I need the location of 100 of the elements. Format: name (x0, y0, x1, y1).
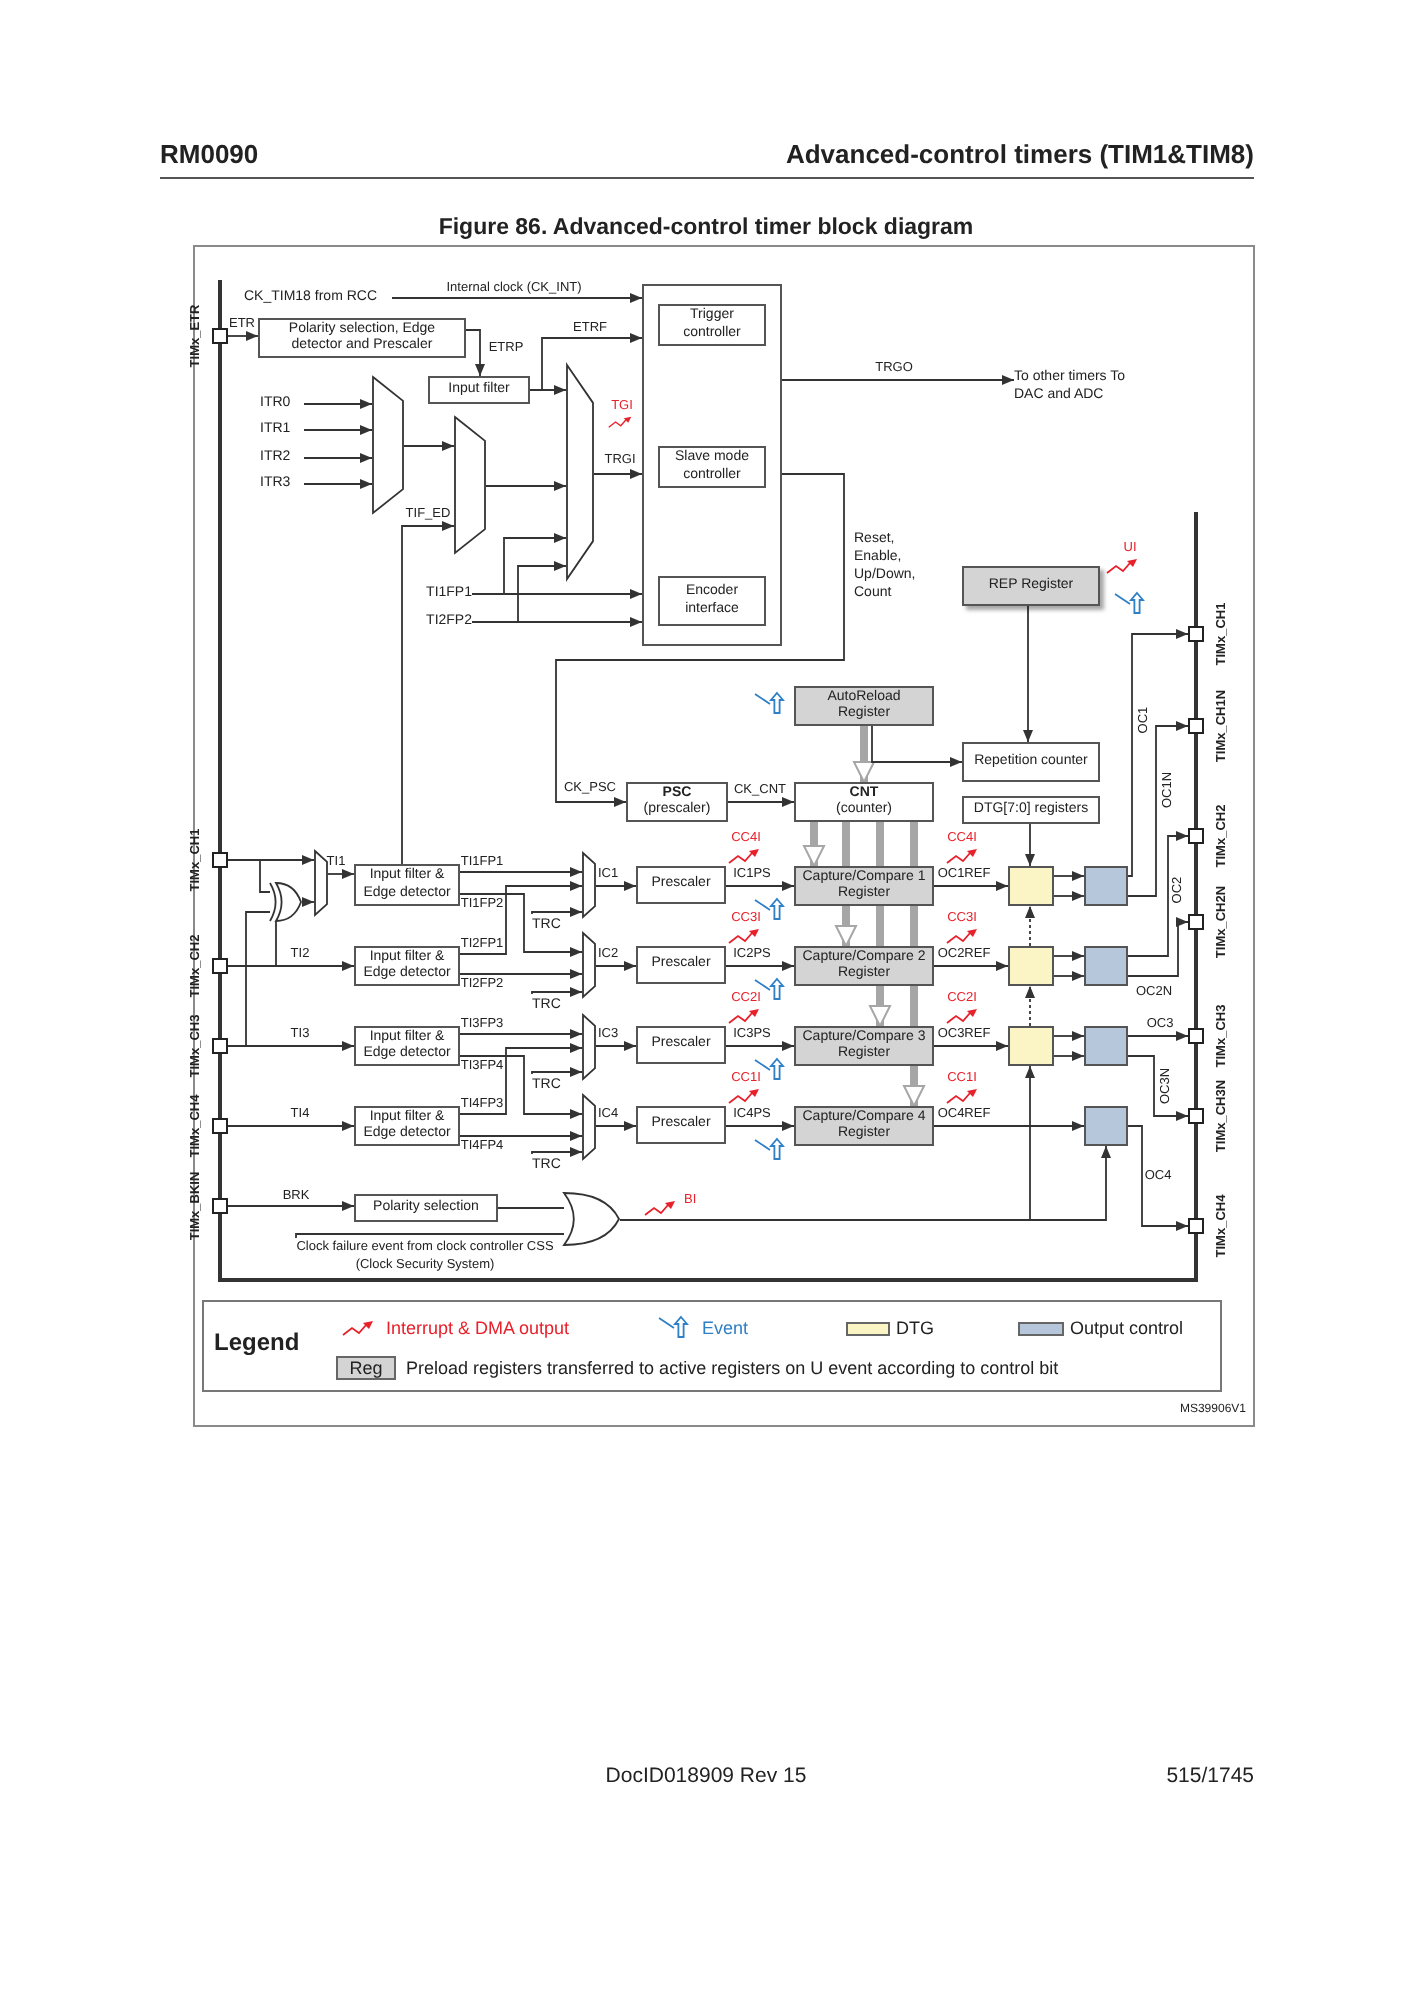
port-square (212, 958, 228, 974)
port-square (1188, 1218, 1204, 1234)
arrow (459, 893, 583, 957)
arrow (619, 1065, 1035, 1221)
arrow (531, 1147, 583, 1157)
xor-gate-symbol (270, 882, 302, 922)
transfer-arrow (803, 822, 825, 867)
block-box (428, 376, 530, 404)
arrow (933, 1041, 1009, 1051)
port-square (212, 852, 228, 868)
arrow (1053, 871, 1085, 881)
arrow (1127, 917, 1189, 977)
arrow (595, 881, 637, 891)
block-box (658, 576, 766, 626)
arrow (303, 399, 373, 409)
arrow (1053, 1051, 1085, 1061)
legend-title: Legend (214, 1328, 300, 1356)
connector-line (295, 1233, 565, 1239)
output-control-box (1084, 1106, 1128, 1146)
port-square (1188, 718, 1204, 734)
arrow (529, 385, 567, 395)
block-box (636, 946, 726, 984)
register-box (962, 566, 1100, 606)
multiplexer-symbol (582, 852, 596, 918)
block-box (354, 1194, 498, 1222)
block-box (962, 796, 1100, 824)
output-control-box (1084, 946, 1128, 986)
arrow (1127, 1031, 1189, 1041)
block-box (794, 782, 934, 822)
arrow (531, 987, 583, 997)
legend-label: Output control (1070, 1318, 1184, 1338)
port-square (1188, 626, 1204, 642)
controller-group-box (642, 284, 782, 646)
port-square (212, 328, 228, 344)
arrow (1025, 905, 1035, 947)
arrow (401, 521, 455, 865)
arrow (1127, 629, 1189, 877)
arrow (725, 881, 795, 891)
port-square (212, 1038, 228, 1054)
block-box (636, 1026, 726, 1064)
transfer-arrow (835, 906, 857, 947)
multiplexer-symbol (566, 364, 594, 580)
arrow (459, 1055, 583, 1119)
header-text: Advanced-control timers (TIM1&TIM8) (785, 139, 1254, 169)
arrow (1127, 1125, 1189, 1231)
block-box (354, 1026, 460, 1066)
arrow (459, 1043, 583, 1115)
arrow (459, 881, 583, 955)
arrow (301, 897, 315, 907)
block-box (636, 866, 726, 904)
arrow (465, 329, 485, 377)
arrow (595, 1121, 637, 1131)
port-square (212, 1198, 228, 1214)
arrow (227, 1121, 355, 1131)
arrow (459, 1131, 583, 1141)
connector-line (227, 859, 271, 893)
arrow (1053, 891, 1085, 901)
arrow (725, 1041, 795, 1051)
arrow (555, 473, 845, 807)
transfer-arrow (903, 1066, 925, 1107)
arrow (595, 1041, 637, 1051)
block-box (626, 782, 728, 822)
multiplexer-symbol (454, 416, 486, 554)
figure-title: Figure 86. Advanced-control timer block diagram (438, 216, 974, 240)
block-box (354, 864, 460, 906)
arrow (459, 867, 583, 877)
arrow (227, 1041, 355, 1051)
arrow (459, 969, 583, 979)
block-box (658, 446, 766, 488)
arrow (485, 481, 567, 491)
block-box (636, 1106, 726, 1144)
or-gate-symbol (564, 1192, 620, 1246)
arrow (1025, 985, 1035, 1027)
dead-time-generator-box (1008, 946, 1054, 986)
arrow (1053, 951, 1085, 961)
arrow (471, 589, 643, 599)
arrow (781, 375, 1015, 385)
arrow (1023, 605, 1033, 743)
port-square (1188, 1028, 1204, 1044)
block-box (658, 304, 766, 346)
legend-label: Preload registers transferred to active registers on U event according to control bit (406, 1358, 1059, 1378)
arrow (1053, 971, 1085, 981)
arrow (303, 479, 373, 489)
arrow (1127, 1055, 1189, 1121)
arrow (727, 797, 795, 807)
arrow (871, 725, 963, 767)
arrow (403, 441, 455, 451)
port-square (212, 1118, 228, 1134)
multiplexer-symbol (372, 376, 404, 514)
block-box (258, 318, 466, 358)
legend-label: Interrupt & DMA output (386, 1318, 570, 1338)
output-control-box (1084, 866, 1128, 906)
arrow (303, 453, 373, 463)
dead-time-generator-box (1008, 1026, 1054, 1066)
arrow (531, 1067, 583, 1077)
arrow (303, 425, 373, 435)
arrow (227, 331, 259, 341)
multiplexer-symbol (582, 1094, 596, 1160)
register-box (794, 686, 934, 726)
header-text: RM0090 (160, 139, 259, 169)
